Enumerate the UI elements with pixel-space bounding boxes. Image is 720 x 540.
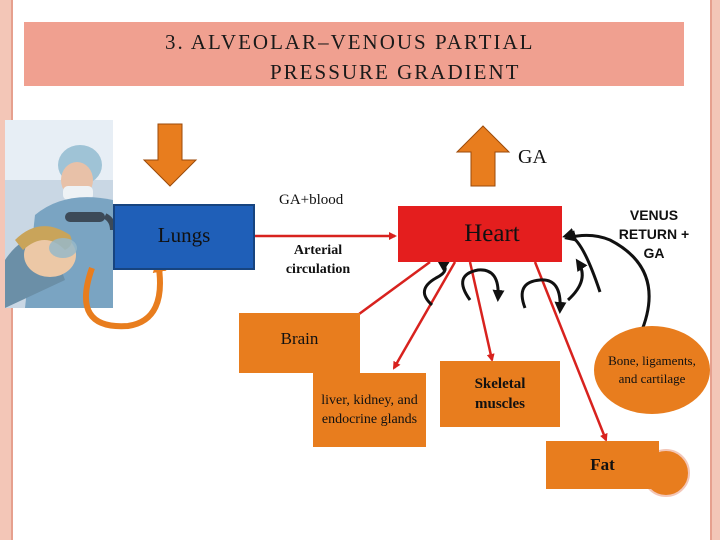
heart-to-skeletal-arrow [468,261,495,362]
arterial-circulation-label: Arterial circulation [285,243,351,277]
brain-label: Brain [280,329,319,348]
lungs-label: Lungs [157,222,211,247]
heart-box: Heart [398,206,562,262]
orange-down-arrow [142,123,198,187]
return-curve-3 [520,278,567,314]
fat-box: Fat [546,441,659,489]
return-curve-4 [566,258,588,302]
liver-kidney-label: liver, kidney, and endocrine glands [321,393,418,427]
liver-kidney-box: liver, kidney, and endocrine glands [313,373,426,447]
slide-title-line-2: PRESSURE GRADIENT [270,60,521,84]
heart-to-liver-arrow [392,261,457,370]
ga-label: GA [518,146,547,168]
skeletal-muscles-box: Skeletal muscles [440,361,560,427]
title-banner [24,22,684,86]
return-curve-5 [562,228,602,293]
slide-right-border [710,0,720,540]
lungs-box: Lungs [113,204,255,270]
heart-label: Heart [464,220,520,247]
heart-to-fat-arrow [533,261,608,442]
brain-box: Brain [239,313,360,373]
slide-title-line-1: 3. ALVEOLAR–VENOUS PARTIAL [165,30,535,54]
venus-return-label: VENUS RETURN + GA [618,207,690,261]
bone-ligaments-circle: Bone, ligaments, and cartilage [594,326,710,414]
ga-blood-label: GA+blood [279,192,344,208]
orange-up-arrow [455,125,511,187]
anesthesia-patient-photo [5,120,113,308]
return-curve-1 [423,259,450,307]
fat-label: Fat [590,455,615,474]
skeletal-muscles-label: Skeletal muscles [474,376,526,412]
exhale-curve-arrow [82,258,167,330]
return-curve-2 [461,268,505,302]
bone-ligaments-label: Bone, ligaments, and cartilage [608,353,696,386]
return-curve-6 [564,230,651,336]
